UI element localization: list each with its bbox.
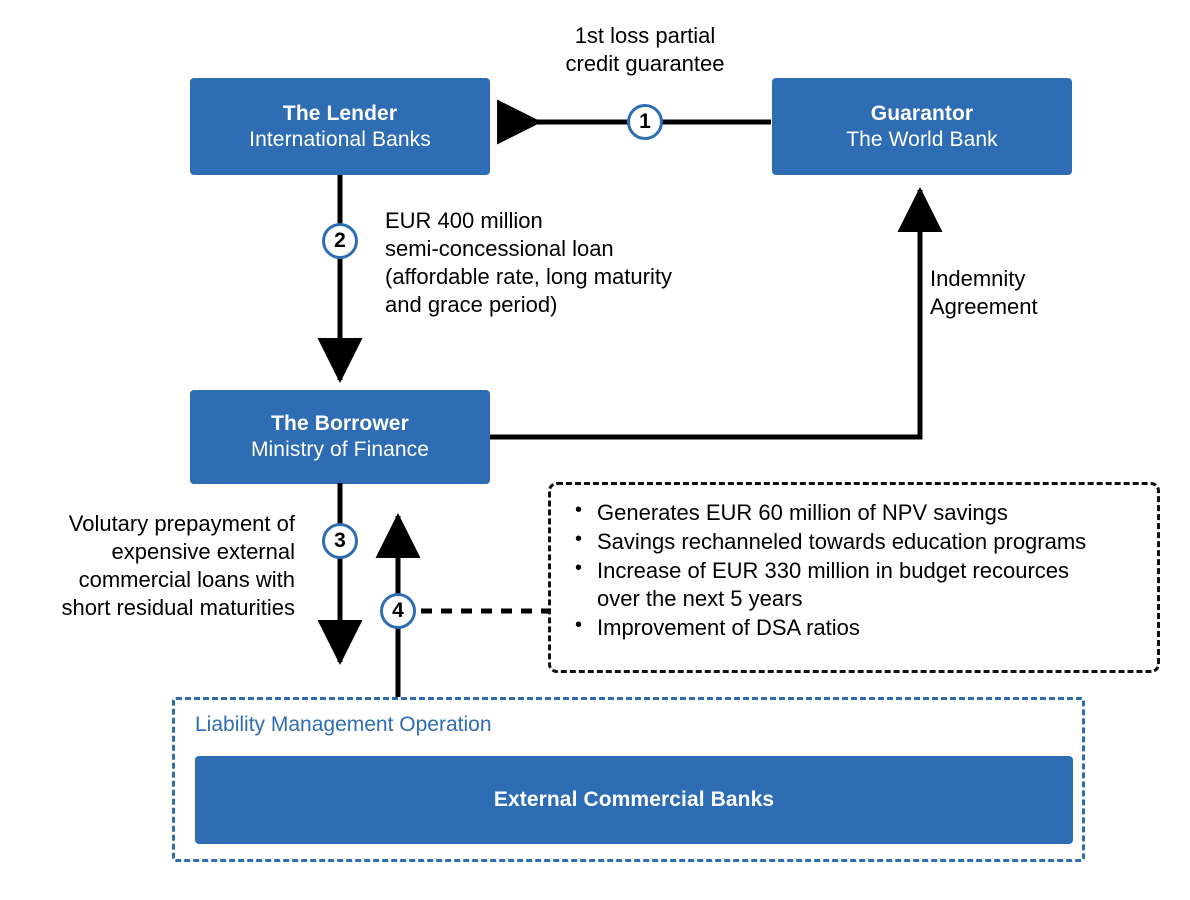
entity-lender-title: The Lender <box>282 101 398 125</box>
benefits-panel: Generates EUR 60 million of NPV savings … <box>548 482 1160 673</box>
step-badge-4[interactable]: 4 <box>380 593 416 629</box>
entity-guarantor-title: Guarantor <box>870 101 974 125</box>
benefit-item: Generates EUR 60 million of NPV savings <box>575 498 1157 527</box>
entity-borrower[interactable]: The Borrower Ministry of Finance <box>190 390 490 484</box>
lmo-panel: Liability Management Operation External … <box>172 697 1085 862</box>
entity-lender[interactable]: The Lender International Banks <box>190 78 490 175</box>
label-loan: EUR 400 million semi-concessional loan (… <box>385 208 672 318</box>
entity-guarantor-subtitle: The World Bank <box>846 127 998 151</box>
benefit-item: Savings rechanneled towards education pr… <box>575 527 1157 556</box>
benefit-item: Increase of EUR 330 million in budget re… <box>575 556 1157 613</box>
benefits-list: Generates EUR 60 million of NPV savings … <box>551 485 1157 642</box>
entity-lender-subtitle: International Banks <box>249 127 431 151</box>
entity-external-banks-title: External Commercial Banks <box>493 788 775 812</box>
entity-borrower-title: The Borrower <box>271 412 409 436</box>
label-prepayment: Volutary prepayment of expensive externa… <box>61 511 295 621</box>
entity-external-commercial-banks[interactable]: External Commercial Banks <box>195 756 1073 844</box>
step-badge-3[interactable]: 3 <box>322 523 358 559</box>
label-guarantee: 1st loss partial credit guarantee <box>565 23 725 77</box>
entity-borrower-subtitle: Ministry of Finance <box>250 438 430 461</box>
lmo-caption: Liability Management Operation <box>195 713 492 736</box>
step-badge-1[interactable]: 1 <box>627 104 663 140</box>
step-badge-2[interactable]: 2 <box>322 223 358 259</box>
label-indemnity: Indemnity Agreement <box>930 266 1038 320</box>
benefit-item: Improvement of DSA ratios <box>575 613 1157 642</box>
entity-guarantor[interactable]: Guarantor The World Bank <box>772 78 1072 175</box>
